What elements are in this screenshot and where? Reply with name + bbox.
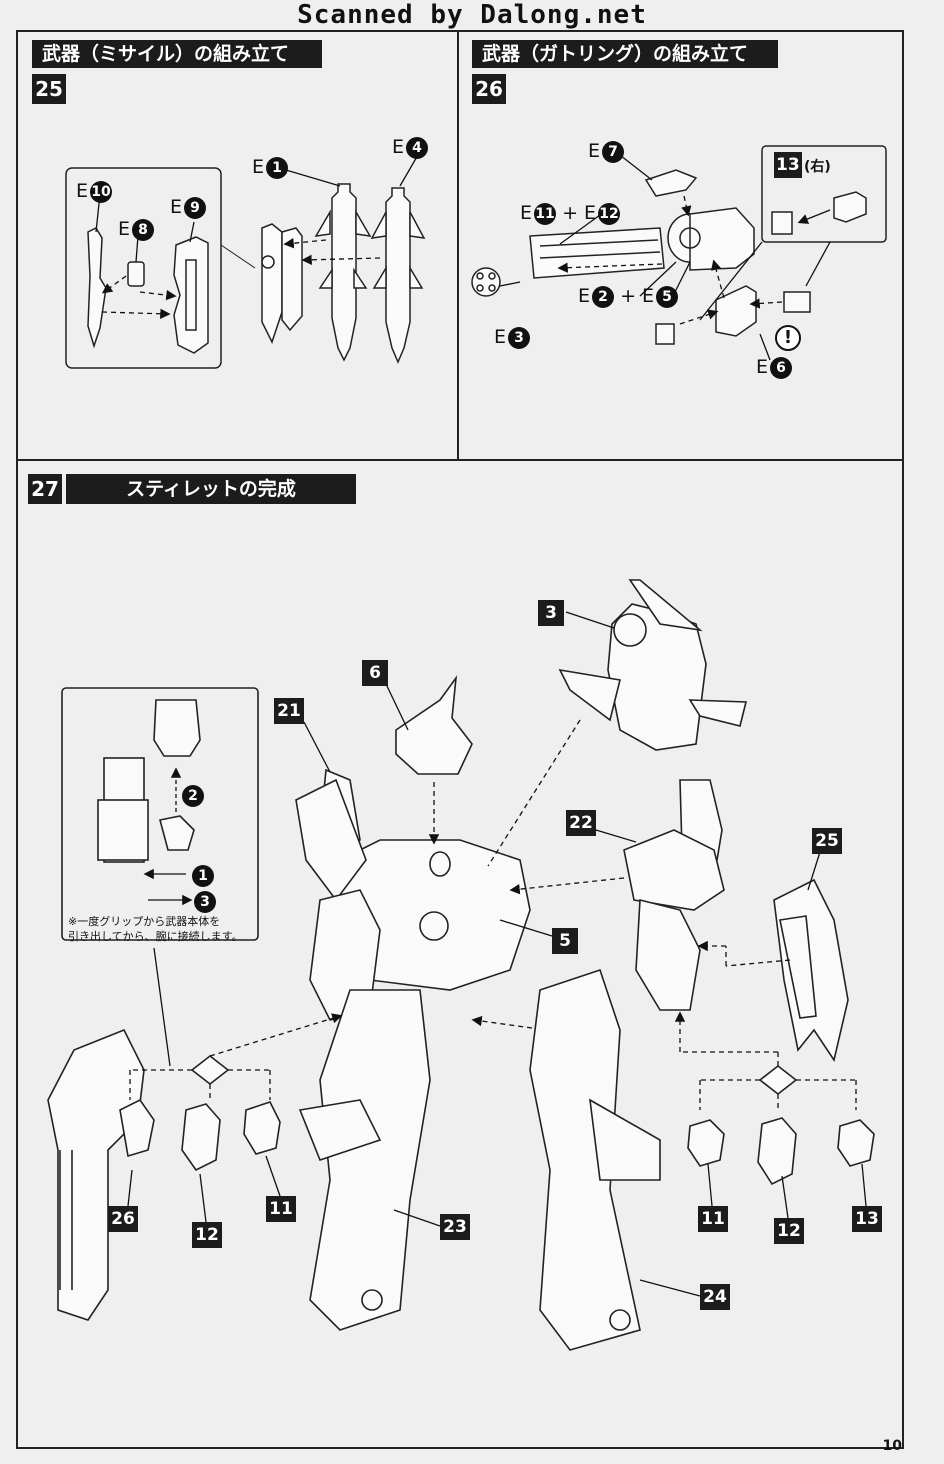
part-number-5: 5 <box>552 928 578 954</box>
step26-title: 武器（ガトリング）の組み立て <box>472 40 778 68</box>
part-number-21: 21 <box>274 698 304 724</box>
step25-title: 武器（ミサイル）の組み立て <box>32 40 322 68</box>
part-number-22: 22 <box>566 810 596 836</box>
inset-label-13: 13 <box>774 152 802 178</box>
inset-step-2: 2 <box>180 784 204 807</box>
step27-panel <box>16 459 904 1449</box>
step27-title: スティレットの完成 <box>66 474 356 504</box>
part-number-26: 26 <box>108 1206 138 1232</box>
part-number-3: 3 <box>538 600 564 626</box>
part-number-23: 23 <box>440 1214 470 1240</box>
part-number-24: 24 <box>700 1284 730 1310</box>
step27-number: 27 <box>28 474 62 504</box>
page-number: 10 <box>882 1438 902 1454</box>
part-number-11-left: 11 <box>266 1196 296 1222</box>
inset-step-1: 1 <box>190 864 214 887</box>
part-number-13: 13 <box>852 1206 882 1232</box>
part-number-12-right: 12 <box>774 1218 804 1244</box>
part-number-6: 6 <box>362 660 388 686</box>
inset-step-3: 3 <box>192 890 216 913</box>
inset-side-right: (右) <box>804 159 831 175</box>
caution-icon: ! <box>783 327 793 348</box>
part-number-25: 25 <box>812 828 842 854</box>
part-number-12-left: 12 <box>192 1222 222 1248</box>
step26-number: 26 <box>472 74 506 104</box>
part-number-11-right: 11 <box>698 1206 728 1232</box>
step25-number: 25 <box>32 74 66 104</box>
inset-note: ※一度グリップから武器本体を 引き出してから、腕に接続します。 <box>68 915 243 943</box>
watermark: Scanned by Dalong.net <box>297 0 647 30</box>
